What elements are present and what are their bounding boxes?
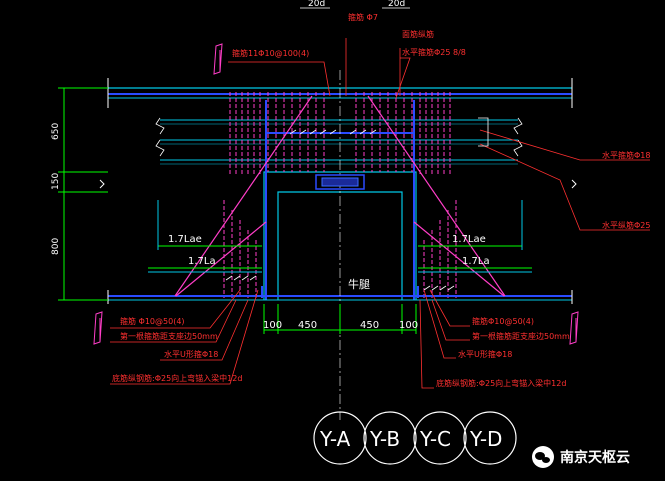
dim-800: 800: [51, 238, 61, 255]
dim-450-right: 450: [360, 320, 379, 331]
rebar-cross-marks: [225, 129, 455, 291]
vertical-dims: [58, 87, 108, 301]
right-bottom-note-1: 箍筋Φ10@50(4): [472, 316, 534, 326]
side-bars: [265, 100, 415, 300]
left-bottom-note-4: 底筋纵钢筋:Φ25向上弯锚入梁中12d: [112, 373, 242, 383]
leaders-top: [228, 38, 650, 231]
top-stirrup-note: 箍筋 Φ7: [348, 12, 378, 22]
dim-1-7lae-right: 1.7Lae: [452, 234, 486, 245]
axis-y-b: Y-B: [369, 427, 400, 451]
dim-150: 150: [51, 173, 61, 190]
dim-100-left: 100: [263, 320, 282, 331]
right-bottom-note-3: 水平U形箍Φ18: [458, 349, 512, 359]
section-marks: [93, 43, 579, 345]
dim-100-right: 100: [399, 320, 418, 331]
bearing-symbol: [315, 174, 365, 190]
top-left-stirrup-note: 箍筋11Φ10@100(4): [232, 48, 309, 58]
vertical-stirrups: [223, 92, 457, 298]
dim-1-7la-left: 1.7La: [188, 256, 216, 267]
dim-20d-right: 20d: [388, 0, 405, 9]
wechat-icon: [532, 446, 554, 468]
horizontal-dims: [263, 304, 417, 334]
diagonal-rebars: [174, 95, 506, 297]
left-bottom-note-2: 第一根箍筋距支座边50mm: [120, 331, 218, 341]
top-right-note-b: 水平箍筋Φ25 8/8: [402, 47, 466, 57]
horizontal-rebars: [155, 117, 523, 165]
dim-650: 650: [51, 123, 61, 140]
right-bottom-note-4: 底筋纵钢筋:Φ25向上弯锚入梁中12d: [436, 378, 566, 388]
watermark: 南京天枢云: [532, 443, 660, 471]
dim-1-7la-right: 1.7La: [462, 256, 490, 267]
right-bottom-note-2: 第一根箍筋距支座边50mm: [472, 331, 570, 341]
corbel-label: 牛腿: [348, 277, 370, 291]
watermark-text: 南京天枢云: [560, 450, 630, 466]
leaders-bottom: [110, 289, 470, 389]
left-bottom-note-3: 水平U形箍Φ18: [164, 349, 218, 359]
axis-y-d: Y-D: [469, 427, 502, 451]
anchorage-lines: [148, 200, 532, 273]
dim-1-7lae-left: 1.7Lae: [168, 234, 202, 245]
dim-450-left: 450: [298, 320, 317, 331]
axis-y-a: Y-A: [319, 427, 351, 451]
left-bottom-note-1: 箍筋 Φ10@50(4): [120, 316, 185, 326]
corbel-bottom-bars: [261, 286, 419, 298]
axis-y-c: Y-C: [419, 427, 451, 451]
top-right-note-a: 面筋纵筋: [402, 29, 434, 39]
axis-bubbles: [313, 411, 517, 465]
right-note-2: 水平纵筋Φ25: [602, 220, 650, 230]
right-note-1: 水平箍筋Φ18: [602, 150, 650, 160]
dim-20d-left: 20d: [308, 0, 325, 9]
